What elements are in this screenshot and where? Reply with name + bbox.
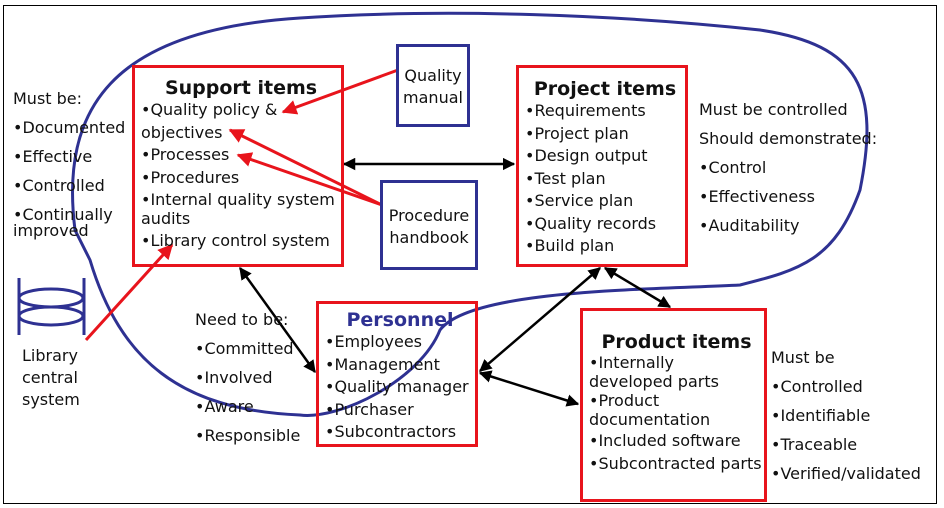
list-item: documentation [589, 410, 711, 429]
library-line3: system [22, 390, 80, 409]
arrow-project-personnel [479, 267, 601, 372]
list-item: audits [141, 208, 191, 228]
diagram-frame [3, 5, 937, 504]
arrow-support-personnel [238, 266, 317, 374]
note-line: Must be [771, 348, 835, 367]
project-notes: Must be controlled Should demonstrated: … [699, 95, 877, 240]
note-line: •Effective [13, 147, 93, 166]
note-line: •Involved [195, 368, 273, 387]
list-item: •Internally [589, 353, 675, 372]
database-icon [17, 278, 86, 335]
list-item: •Internal quality system [141, 190, 335, 209]
personnel-box: Personnel •Employees •Management •Qualit… [316, 301, 478, 447]
personnel-notes: Need to be: •Committed •Involved •Aware … [195, 305, 300, 450]
list-item: •Procedures [141, 167, 240, 187]
list-item: •Project plan [525, 123, 629, 143]
list-item: •Subcontracted parts [589, 454, 762, 473]
note-line: •Effectiveness [699, 187, 815, 206]
arrow-manual-to-policy [281, 68, 399, 115]
note-line: Need to be: [195, 310, 289, 329]
personnel-title: Personnel [346, 309, 454, 331]
note-line: •Continually [13, 205, 113, 224]
list-item: •Test plan [525, 168, 606, 188]
note-line: •Controlled [771, 377, 863, 396]
support-items-box: Support items •Quality policy & objectiv… [132, 65, 344, 267]
note-line: •Auditability [699, 216, 800, 235]
list-item: •Product [589, 391, 660, 410]
note-line: Should demonstrated: [699, 129, 878, 148]
arrow-project-product [603, 266, 672, 309]
note-line: •Aware [195, 397, 254, 416]
quality-manual-line2: manual [403, 88, 463, 107]
note-line: •Committed [195, 339, 294, 358]
note-line: improved [13, 221, 89, 240]
library-line2: central [22, 368, 78, 387]
list-item: •Library control system [141, 231, 330, 250]
library-central-system-label: Library central system [22, 345, 80, 411]
note-line: •Traceable [771, 435, 858, 454]
quality-manual-box: Quality manual [396, 44, 470, 127]
quality-manual-line1: Quality [404, 66, 462, 85]
procedure-handbook-line1: Procedure [388, 206, 470, 225]
note-line: •Documented [13, 118, 126, 137]
note-line: •Controlled [13, 176, 105, 195]
note-line: •Identifiable [771, 406, 871, 425]
arrow-personnel-product [478, 370, 580, 407]
quality-system-boundary-curve [71, 11, 869, 417]
list-item: •Subcontractors [325, 422, 457, 441]
note-line: Must be: [13, 89, 83, 108]
procedure-handbook-box: Procedure handbook [380, 180, 478, 270]
project-items-box: Project items •Requirements •Project pla… [516, 65, 688, 267]
list-item: •Employees [325, 332, 423, 351]
support-items-title: Support items [164, 77, 318, 99]
arrow-handbook-to-objectives [228, 128, 383, 207]
list-item: •Management [325, 354, 440, 374]
list-item: •Service plan [525, 191, 634, 210]
list-item: developed parts [589, 372, 719, 391]
product-items-box: Product items •Internally developed part… [580, 308, 767, 502]
note-line: •Verified/validated [771, 464, 921, 483]
arrow-library-to-library-control [84, 243, 174, 342]
list-item: •Quality records [525, 213, 657, 233]
list-item: •Included software [589, 431, 741, 450]
arrow-handbook-to-processes [236, 152, 383, 207]
list-item: •Design output [525, 146, 648, 165]
list-item: •Processes [141, 145, 230, 164]
project-items-title: Project items [533, 78, 677, 100]
product-items-title: Product items [601, 331, 752, 353]
list-item: •Requirements [525, 101, 646, 120]
note-line: •Control [699, 158, 767, 177]
list-item: •Quality policy & [141, 100, 278, 119]
note-line: •Responsible [195, 426, 301, 445]
procedure-handbook-line2: handbook [389, 228, 469, 247]
list-item: •Build plan [525, 236, 615, 255]
note-line: Must be controlled [699, 100, 848, 119]
support-notes: Must be: •Documented •Effective •Control… [13, 84, 125, 245]
list-item: •Quality manager [325, 377, 469, 396]
product-notes: Must be •Controlled •Identifiable •Trace… [771, 343, 921, 488]
library-line1: Library [22, 346, 78, 365]
list-item: •Purchaser [325, 399, 414, 419]
list-item: objectives [141, 122, 223, 142]
